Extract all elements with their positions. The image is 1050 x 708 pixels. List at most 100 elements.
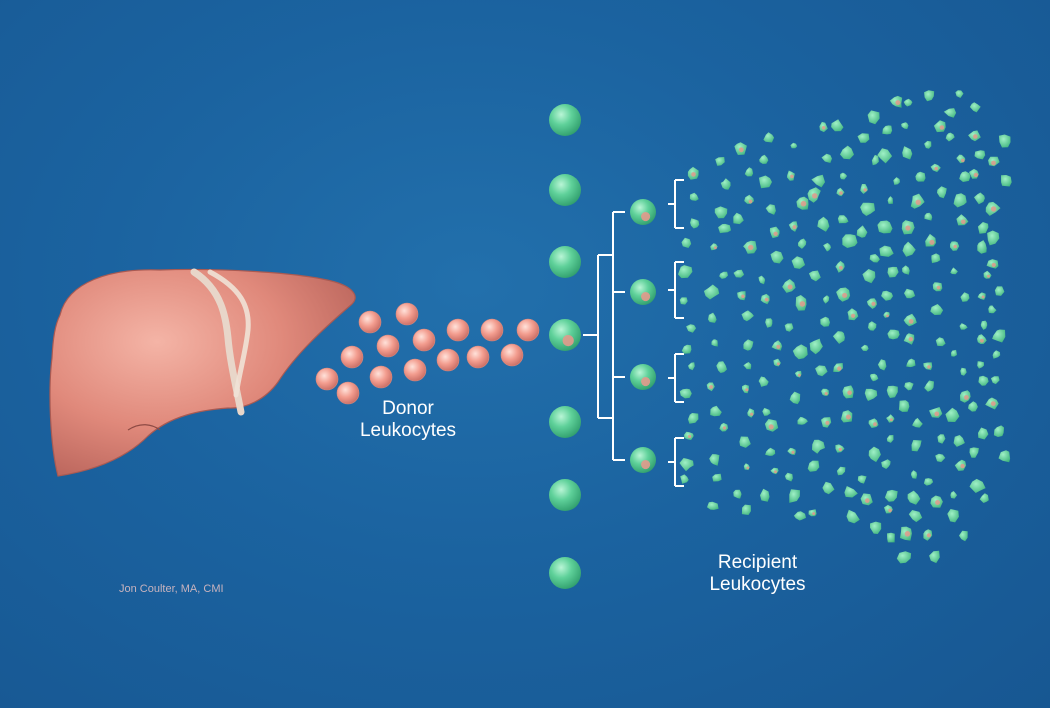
recipient-cell	[630, 447, 656, 473]
cell-fragment	[710, 243, 718, 251]
cell-fragment	[877, 359, 887, 371]
cell-fragment	[718, 223, 731, 234]
donor-fragment	[991, 262, 996, 268]
cell-fragment	[959, 323, 968, 330]
donor-fragment	[888, 508, 892, 513]
donor-fragment	[821, 126, 826, 130]
cell-fragment	[812, 439, 825, 454]
cell-fragment	[912, 417, 923, 428]
cell-fragment	[715, 157, 725, 166]
cell-fragment	[959, 530, 968, 542]
cell-fragment	[907, 490, 921, 505]
cell-fragment	[842, 234, 858, 248]
branch-cells	[630, 199, 656, 473]
donor-fragment	[738, 147, 744, 153]
donor-cell	[369, 365, 393, 389]
cell-fragment	[719, 271, 728, 279]
cell-fragment	[911, 440, 922, 452]
cell-fragment	[886, 385, 898, 398]
cell-fragment	[998, 450, 1011, 463]
cell-fragment	[822, 481, 835, 495]
cell-fragment	[688, 362, 695, 371]
cell-fragment	[937, 186, 947, 199]
donor-fragment	[934, 166, 938, 171]
donor-cell	[480, 318, 504, 342]
donor-cell	[403, 358, 427, 382]
cell-fragment	[770, 250, 784, 264]
cell-fragment	[953, 193, 967, 208]
donor-label-line2: Leukocytes	[359, 420, 457, 441]
donor-fragment	[745, 388, 749, 392]
recipient-cell	[549, 557, 581, 589]
donor-fragment	[842, 292, 848, 298]
donor-cell-cluster	[315, 302, 540, 405]
donor-fragment	[773, 231, 778, 236]
cell-fragment	[950, 267, 958, 275]
cell-fragment	[680, 474, 689, 484]
donor-fragment	[927, 365, 931, 369]
donor-cell	[315, 367, 339, 391]
cell-fragment	[846, 509, 860, 524]
cell-fragment	[733, 489, 742, 499]
cell-fragment	[821, 388, 829, 396]
cell-fragment	[784, 472, 793, 482]
cell-fragment	[884, 504, 893, 514]
cell-fragment	[681, 344, 692, 354]
donor-fragment	[741, 294, 745, 299]
recipient-cell	[549, 406, 581, 438]
cell-fragment	[771, 340, 783, 351]
cell-fragment	[836, 466, 846, 476]
cell-fragment	[882, 125, 893, 135]
cell-fragment	[886, 435, 894, 443]
donor-fragment	[939, 125, 945, 130]
cell-fragment	[974, 192, 985, 205]
cell-fragment	[945, 132, 955, 142]
cell-fragment	[870, 373, 879, 382]
cell-fragment	[791, 256, 806, 269]
donor-fragment	[863, 188, 867, 192]
cell-fragment	[896, 551, 912, 564]
cell-fragment	[908, 510, 923, 523]
cell-fragment	[881, 290, 893, 301]
cell-fragment	[956, 154, 966, 164]
donor-fragment	[960, 463, 965, 469]
donor-fragment	[886, 314, 889, 318]
donor-fragment	[776, 362, 780, 366]
donor-fragment	[838, 447, 842, 452]
cell-fragment	[983, 270, 992, 279]
donor-fragment	[871, 301, 876, 306]
cell-fragment	[887, 196, 893, 204]
cell-fragment	[887, 329, 900, 340]
cell-fragment	[678, 265, 693, 279]
cell-fragment	[822, 295, 830, 304]
cell-fragment	[978, 375, 989, 386]
cell-fragment	[765, 318, 773, 328]
cell-fragment	[902, 146, 913, 160]
donor-fragment	[768, 424, 774, 430]
bracket-line	[668, 179, 684, 229]
donor-fragment	[905, 225, 911, 231]
cell-fragment	[792, 344, 808, 360]
donor-fragment	[908, 337, 913, 342]
donor-fragment	[790, 174, 794, 179]
cell-fragment	[679, 297, 688, 305]
cell-fragment	[902, 265, 910, 275]
cell-fragment	[960, 292, 970, 302]
donor-fragment	[839, 191, 843, 195]
bracket-line	[668, 261, 684, 319]
cell-fragment	[857, 475, 867, 484]
cell-fragment	[898, 400, 910, 412]
cell-fragment	[887, 266, 899, 278]
cell-fragment	[923, 478, 934, 486]
cell-fragment	[773, 358, 781, 367]
cell-fragment	[979, 493, 989, 503]
recipient-cell	[549, 104, 581, 136]
cell-fragment	[712, 473, 722, 482]
donor-fragment	[776, 344, 781, 349]
donor-fragment	[889, 418, 893, 422]
cell-fragment	[904, 288, 916, 299]
donor-fragment	[915, 199, 921, 205]
cell-fragment	[688, 413, 699, 424]
cell-fragment	[807, 460, 820, 472]
